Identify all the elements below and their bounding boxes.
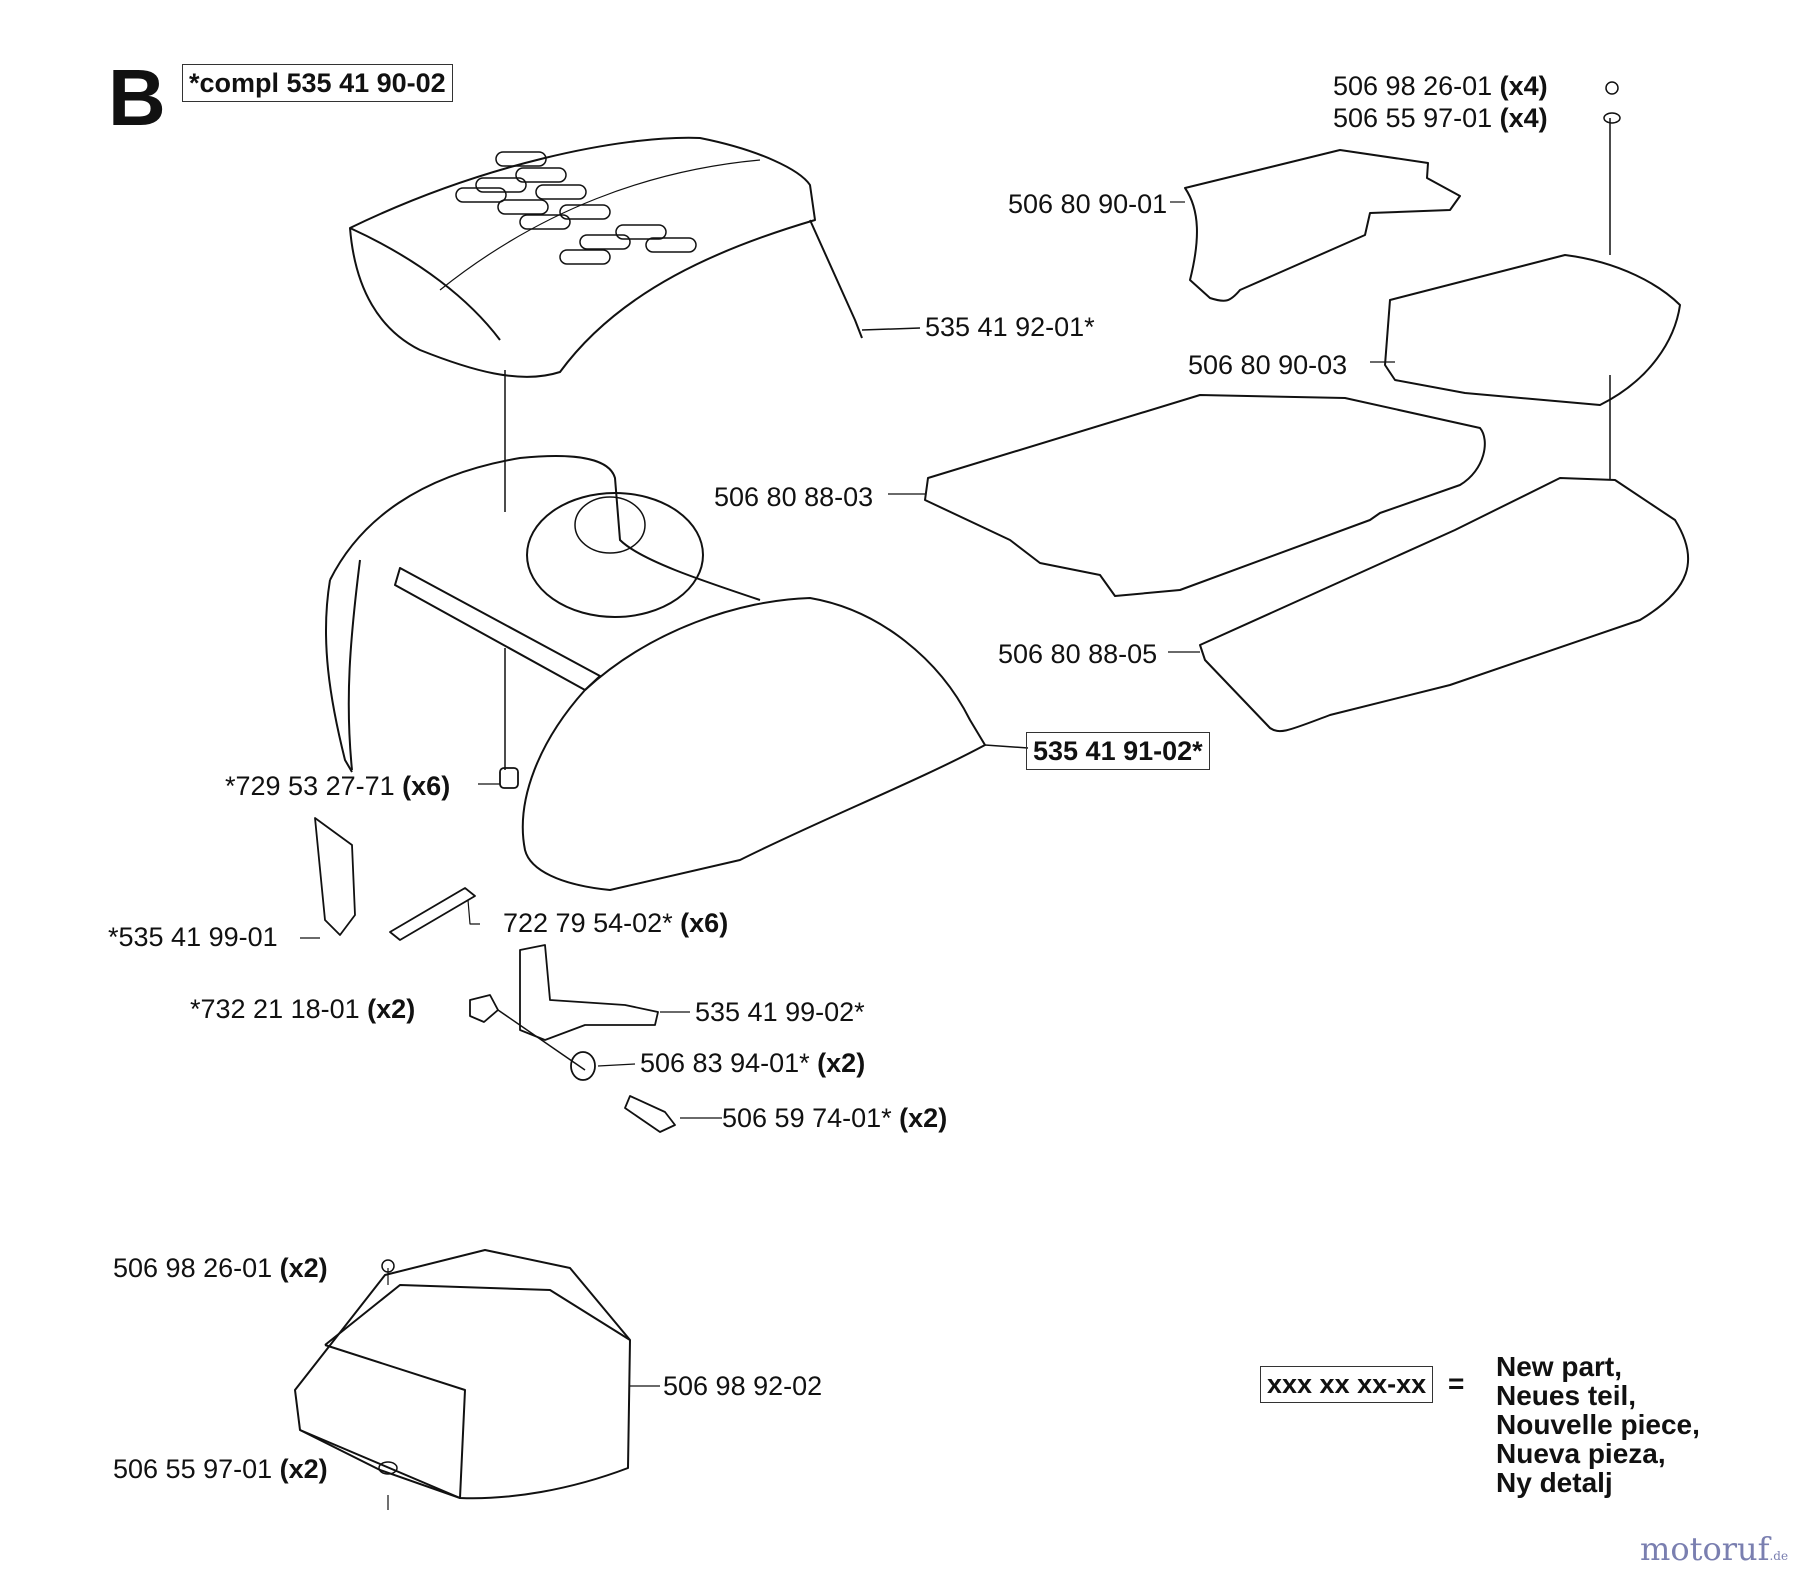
legend-line: New part, bbox=[1496, 1351, 1623, 1382]
legend-sample-box: xxx xx xx-xx bbox=[1260, 1366, 1434, 1403]
part-label-8: 535 41 91-02* bbox=[1026, 732, 1210, 770]
part-label-14: 506 83 94-01* (x2) bbox=[640, 1048, 866, 1078]
small-fasteners bbox=[300, 767, 722, 1133]
kit-label: *compl 535 41 90-02 bbox=[182, 64, 453, 102]
part-label-5: 506 80 90-03 bbox=[1188, 350, 1348, 380]
part-label-11: 722 79 54-02* (x6) bbox=[503, 908, 729, 938]
part-label-10: *535 41 99-01 bbox=[108, 922, 278, 952]
bottom-box bbox=[294, 1249, 660, 1510]
part-label-18: 506 55 97-01 (x2) bbox=[113, 1454, 328, 1484]
body-hood bbox=[324, 455, 1029, 891]
legend-line: Neues teil, bbox=[1496, 1380, 1637, 1411]
legend-line: Nouvelle piece, bbox=[1496, 1409, 1700, 1440]
right-mats bbox=[888, 81, 1690, 733]
part-label-13: 535 41 99-02* bbox=[695, 997, 865, 1027]
part-label-12: *732 21 18-01 (x2) bbox=[190, 994, 416, 1024]
part-label-4: 535 41 92-01* bbox=[925, 312, 1095, 342]
top-cover bbox=[349, 136, 921, 512]
part-label-15: 506 59 74-01* (x2) bbox=[722, 1103, 948, 1133]
section-letter: B bbox=[108, 53, 166, 142]
legend-equals: = bbox=[1448, 1368, 1465, 1399]
watermark: motoruf.de bbox=[1640, 1530, 1789, 1568]
legend-line: Nueva pieza, bbox=[1496, 1438, 1666, 1469]
part-label-9: *729 53 27-71 (x6) bbox=[225, 771, 451, 801]
part-label-1: 506 98 26-01 (x4) bbox=[1333, 71, 1548, 101]
part-label-6: 506 80 88-03 bbox=[714, 482, 874, 512]
part-label-16: 506 98 26-01 (x2) bbox=[113, 1253, 328, 1283]
legend-line: Ny detalj bbox=[1496, 1467, 1613, 1498]
legend-text: New part, Neues teil, Nouvelle piece, Nu… bbox=[1496, 1352, 1700, 1497]
part-label-3: 506 80 90-01 bbox=[1008, 189, 1168, 219]
part-label-2: 506 55 97-01 (x4) bbox=[1333, 103, 1548, 133]
part-label-7: 506 80 88-05 bbox=[998, 639, 1158, 669]
part-label-17: 506 98 92-02 bbox=[663, 1371, 823, 1401]
